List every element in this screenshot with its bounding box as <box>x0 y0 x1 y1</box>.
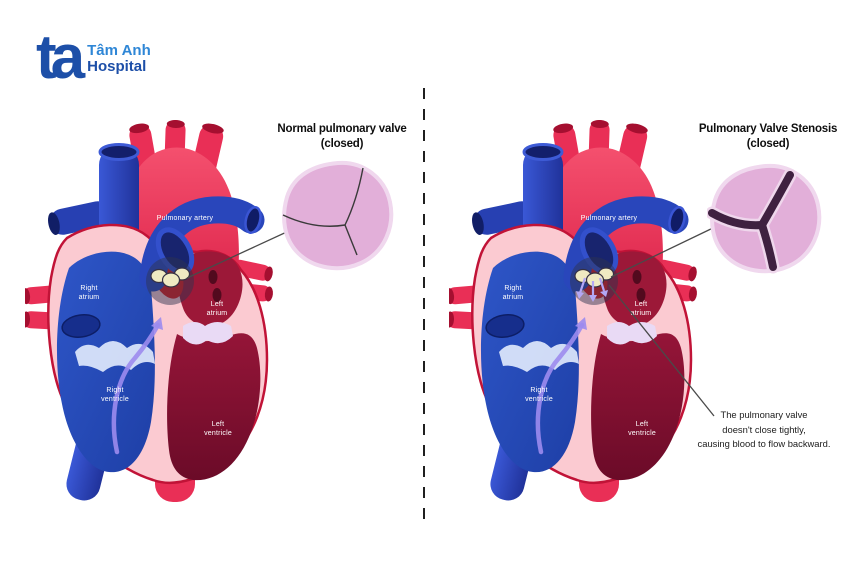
hospital-logo: ta Tâm Anh Hospital <box>36 23 151 92</box>
stenosis-heart-panel: Pulmonary artery Right atrium Left atriu… <box>449 120 699 520</box>
normal-valve-illustration <box>282 160 394 271</box>
label-right-atrium: Right atrium <box>78 285 100 301</box>
backflow-arrows-icon <box>576 277 608 302</box>
heart-illustration-stenosis <box>449 120 699 520</box>
logo-brand: Tâm Anh Hospital <box>87 34 151 75</box>
label-pulmonary-artery: Pulmonary artery <box>156 215 214 222</box>
label-left-ventricle: Left ventricle <box>204 421 232 437</box>
label-left-ventricle: Left ventricle <box>628 421 656 437</box>
logo-brand-subtitle: Hospital <box>87 58 147 75</box>
label-left-atrium: Left atrium <box>630 301 652 317</box>
label-right-ventricle: Right ventricle <box>101 387 129 403</box>
normal-heart-panel: Pulmonary artery Right atrium Left atriu… <box>25 120 275 520</box>
stenosis-valve-title: Pulmonary Valve Stenosis (closed) <box>698 123 838 150</box>
label-right-ventricle: Right ventricle <box>525 387 553 403</box>
stenosis-annotation: The pulmonary valve doesn't close tightl… <box>697 409 831 450</box>
heart-illustration-normal <box>25 120 275 520</box>
normal-valve-title: Normal pulmonary valve (closed) <box>277 123 407 150</box>
label-left-atrium: Left atrium <box>206 301 228 317</box>
logo-monogram-icon: ta <box>36 23 85 92</box>
logo-brand-name: Tâm Anh <box>87 42 151 59</box>
stenosis-valve-illustration <box>707 163 822 274</box>
label-pulmonary-artery: Pulmonary artery <box>580 215 638 222</box>
label-right-atrium: Right atrium <box>502 285 524 301</box>
